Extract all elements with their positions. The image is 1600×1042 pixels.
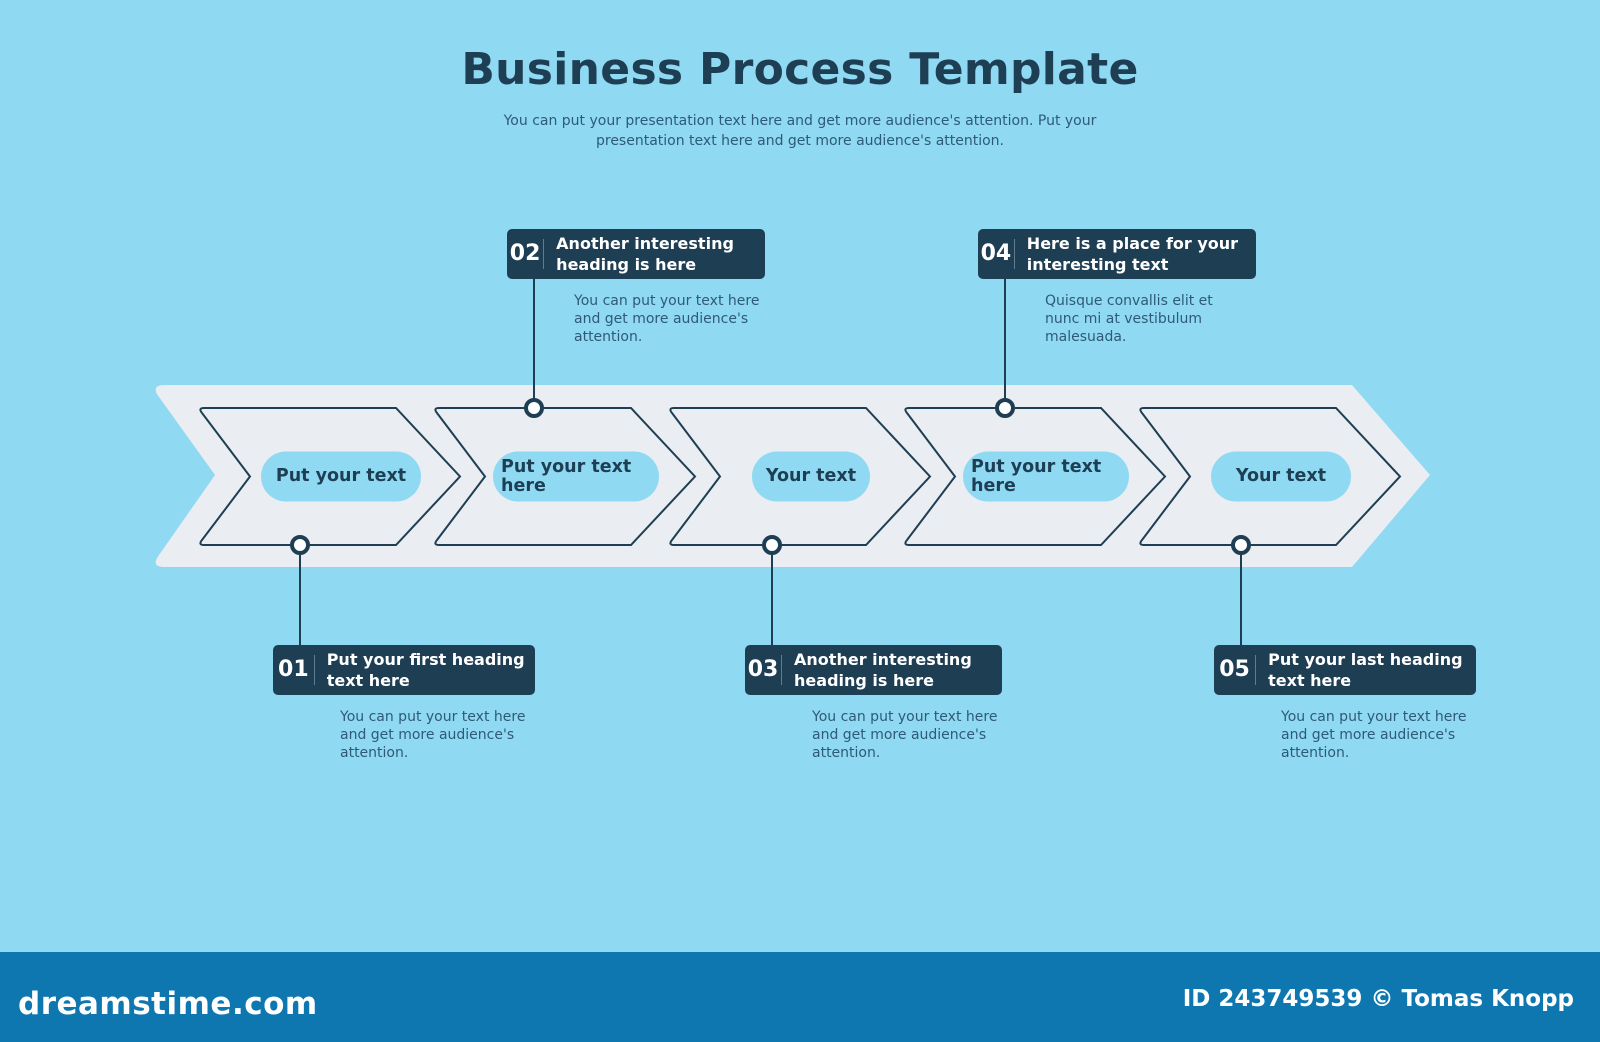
step-5-connector-dot — [1231, 535, 1251, 555]
step-3-label-box: 03 Another interesting heading is here — [745, 645, 1002, 695]
chevron-step-5 — [1139, 407, 1402, 546]
footer-bar: dreamstime.com ID 243749539 © Tomas Knop… — [0, 952, 1600, 1042]
chevron-step-1 — [199, 407, 462, 546]
step-4-pill-label: Put your text here — [971, 456, 1102, 496]
process-diagram — [155, 279, 1430, 645]
step-3-number: 03 — [745, 655, 783, 685]
footer-credit: ID 243749539 © Tomas Knopp — [1182, 986, 1574, 1012]
step-5-pill — [1211, 451, 1351, 502]
step-1-heading: Put your first heading text here — [326, 650, 525, 690]
step-4-description: Quisque convallis elit et nunc mi at ves… — [1045, 293, 1213, 345]
step-5-heading: Put your last heading text here — [1268, 650, 1463, 690]
step-1-pill-label: Put your text — [275, 466, 407, 486]
step-2-heading: Another interesting heading is here — [556, 234, 734, 274]
step-3-pill-label: Your text — [765, 466, 857, 486]
step-3-connector-dot — [762, 535, 782, 555]
footer-brand: dreamstime.com — [18, 986, 318, 1022]
step-1-label-box: 01 Put your first heading text here — [273, 645, 535, 695]
step-3-pill — [752, 451, 870, 502]
step-3-description: You can put your text here and get more … — [812, 709, 998, 761]
step-5-number: 05 — [1214, 655, 1257, 685]
step-1-pill — [261, 451, 421, 502]
page-title: Business Process Template — [461, 44, 1139, 95]
step-4-label-box: 04 Here is a place for your interesting … — [978, 229, 1256, 279]
step-4-connector-dot — [995, 398, 1015, 418]
step-5-pill-label: Your text — [1235, 466, 1327, 486]
chevron-step-4 — [904, 407, 1167, 546]
step-2-pill — [493, 451, 659, 502]
step-2-number: 02 — [507, 239, 545, 269]
step-4-heading: Here is a place for your interesting tex… — [1026, 234, 1239, 274]
step-4-number: 04 — [978, 239, 1015, 269]
step-1-connector-dot — [290, 535, 310, 555]
step-5-label-box: 05 Put your last heading text here — [1214, 645, 1476, 695]
step-4-pill — [963, 451, 1129, 502]
step-2-label-box: 02 Another interesting heading is here — [507, 229, 765, 279]
step-5-description: You can put your text here and get more … — [1281, 709, 1467, 761]
step-2-description: You can put your text here and get more … — [574, 293, 760, 345]
chevron-step-2 — [434, 407, 697, 546]
chevron-step-3 — [669, 407, 932, 546]
step-2-connector-dot — [524, 398, 544, 418]
step-1-description: You can put your text here and get more … — [340, 709, 526, 761]
step-2-pill-label: Put your text here — [501, 456, 632, 496]
page-subtitle: You can put your presentation text here … — [503, 113, 1097, 149]
step-1-number: 01 — [273, 655, 315, 685]
step-3-heading: Another interesting heading is here — [794, 650, 972, 690]
